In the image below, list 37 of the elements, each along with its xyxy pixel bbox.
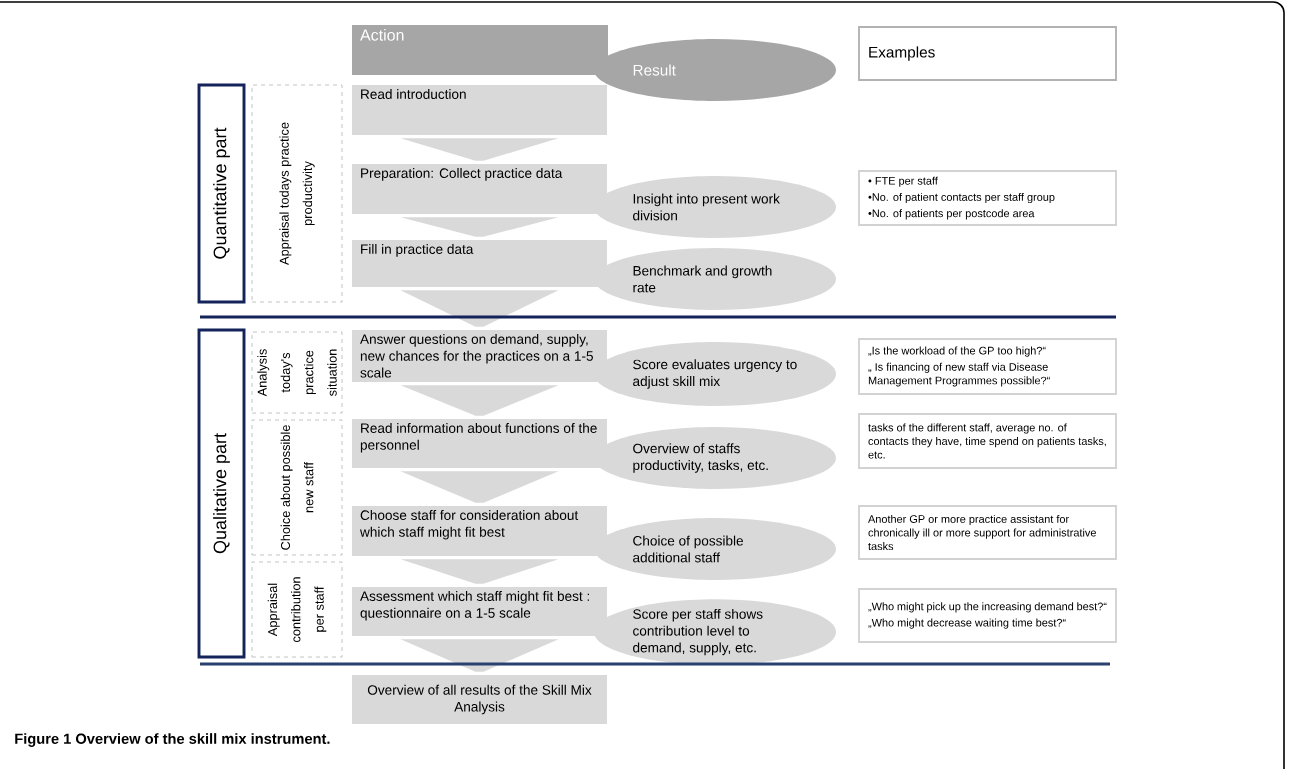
action-box: Preparation: Collect practice data <box>352 164 607 214</box>
node-label: Read information about functions of the personnel <box>360 423 597 453</box>
examples-header-box: Examples <box>858 26 1117 81</box>
chevron-arrow <box>400 559 559 584</box>
phase-box: Choice about possible new staff <box>251 419 343 556</box>
header-box: Action <box>352 25 608 75</box>
section-box: Quantitative part <box>197 83 246 304</box>
action-box: Read introduction <box>352 85 607 135</box>
chevron-arrow <box>400 217 559 237</box>
phase-box: Analysis today's practice situation <box>251 331 343 414</box>
phase-box: Appraisal todays practice productivity <box>251 84 343 303</box>
action-box: Answer questions on demand, supply, new chances for the practices on a 1-5 scale <box>352 330 607 382</box>
action-box: Choose staff for consideration about which staff might fit best <box>352 506 607 556</box>
phase-box: Appraisal contribution per staff <box>251 561 343 658</box>
chevron-arrow <box>400 138 559 161</box>
action-box: Read information about functions of the personnel <box>352 419 607 468</box>
chevron-arrow <box>400 639 559 672</box>
example-box: tasks of the different staff, average no. of contacts they have, time spend on patients tasks, etc. <box>858 413 1117 469</box>
example-box: • FTE per staff •No. of patient contacts per staff group •No. of patients per postcode area <box>858 170 1117 226</box>
action-box: Fill in practice data <box>352 240 607 287</box>
example-box: „Is the workload of the GP too high?“ „ Is financing of new staff via Disease Management Programmes possible?“ <box>858 338 1117 395</box>
node-label: Choice of possible additional staff <box>633 535 743 563</box>
node-label: Overview of staffs productivity, tasks, etc. <box>633 443 768 473</box>
example-box: Another GP or more practice assistant for chronically ill or more support for administrative tasks <box>858 505 1117 560</box>
example-box: „Who might pick up the increasing demand best?“ „Who might decrease waiting time best?“ <box>858 588 1117 643</box>
chevron-arrow <box>400 290 559 327</box>
node-label: Insight into present work division <box>633 193 780 221</box>
node-label: Score per staff shows contribution level to demand, supply, etc. <box>633 608 763 656</box>
node-label: Benchmark and growth rate <box>633 265 772 293</box>
chevron-arrow <box>400 385 559 416</box>
action-box: Assessment which staff might fit best : questionnaire on a 1-5 scale <box>352 587 607 636</box>
figure-caption: Figure 1 Overview of the skill mix instrument. <box>15 733 330 747</box>
section-box: Qualitative part <box>197 328 246 659</box>
chevron-arrow <box>400 471 559 503</box>
node-label: Result <box>633 64 676 76</box>
node-label: Score evaluates urgency to adjust skill mix <box>633 359 797 389</box>
action-box: Overview of all results of the Skill Mix Analysis <box>352 675 607 724</box>
